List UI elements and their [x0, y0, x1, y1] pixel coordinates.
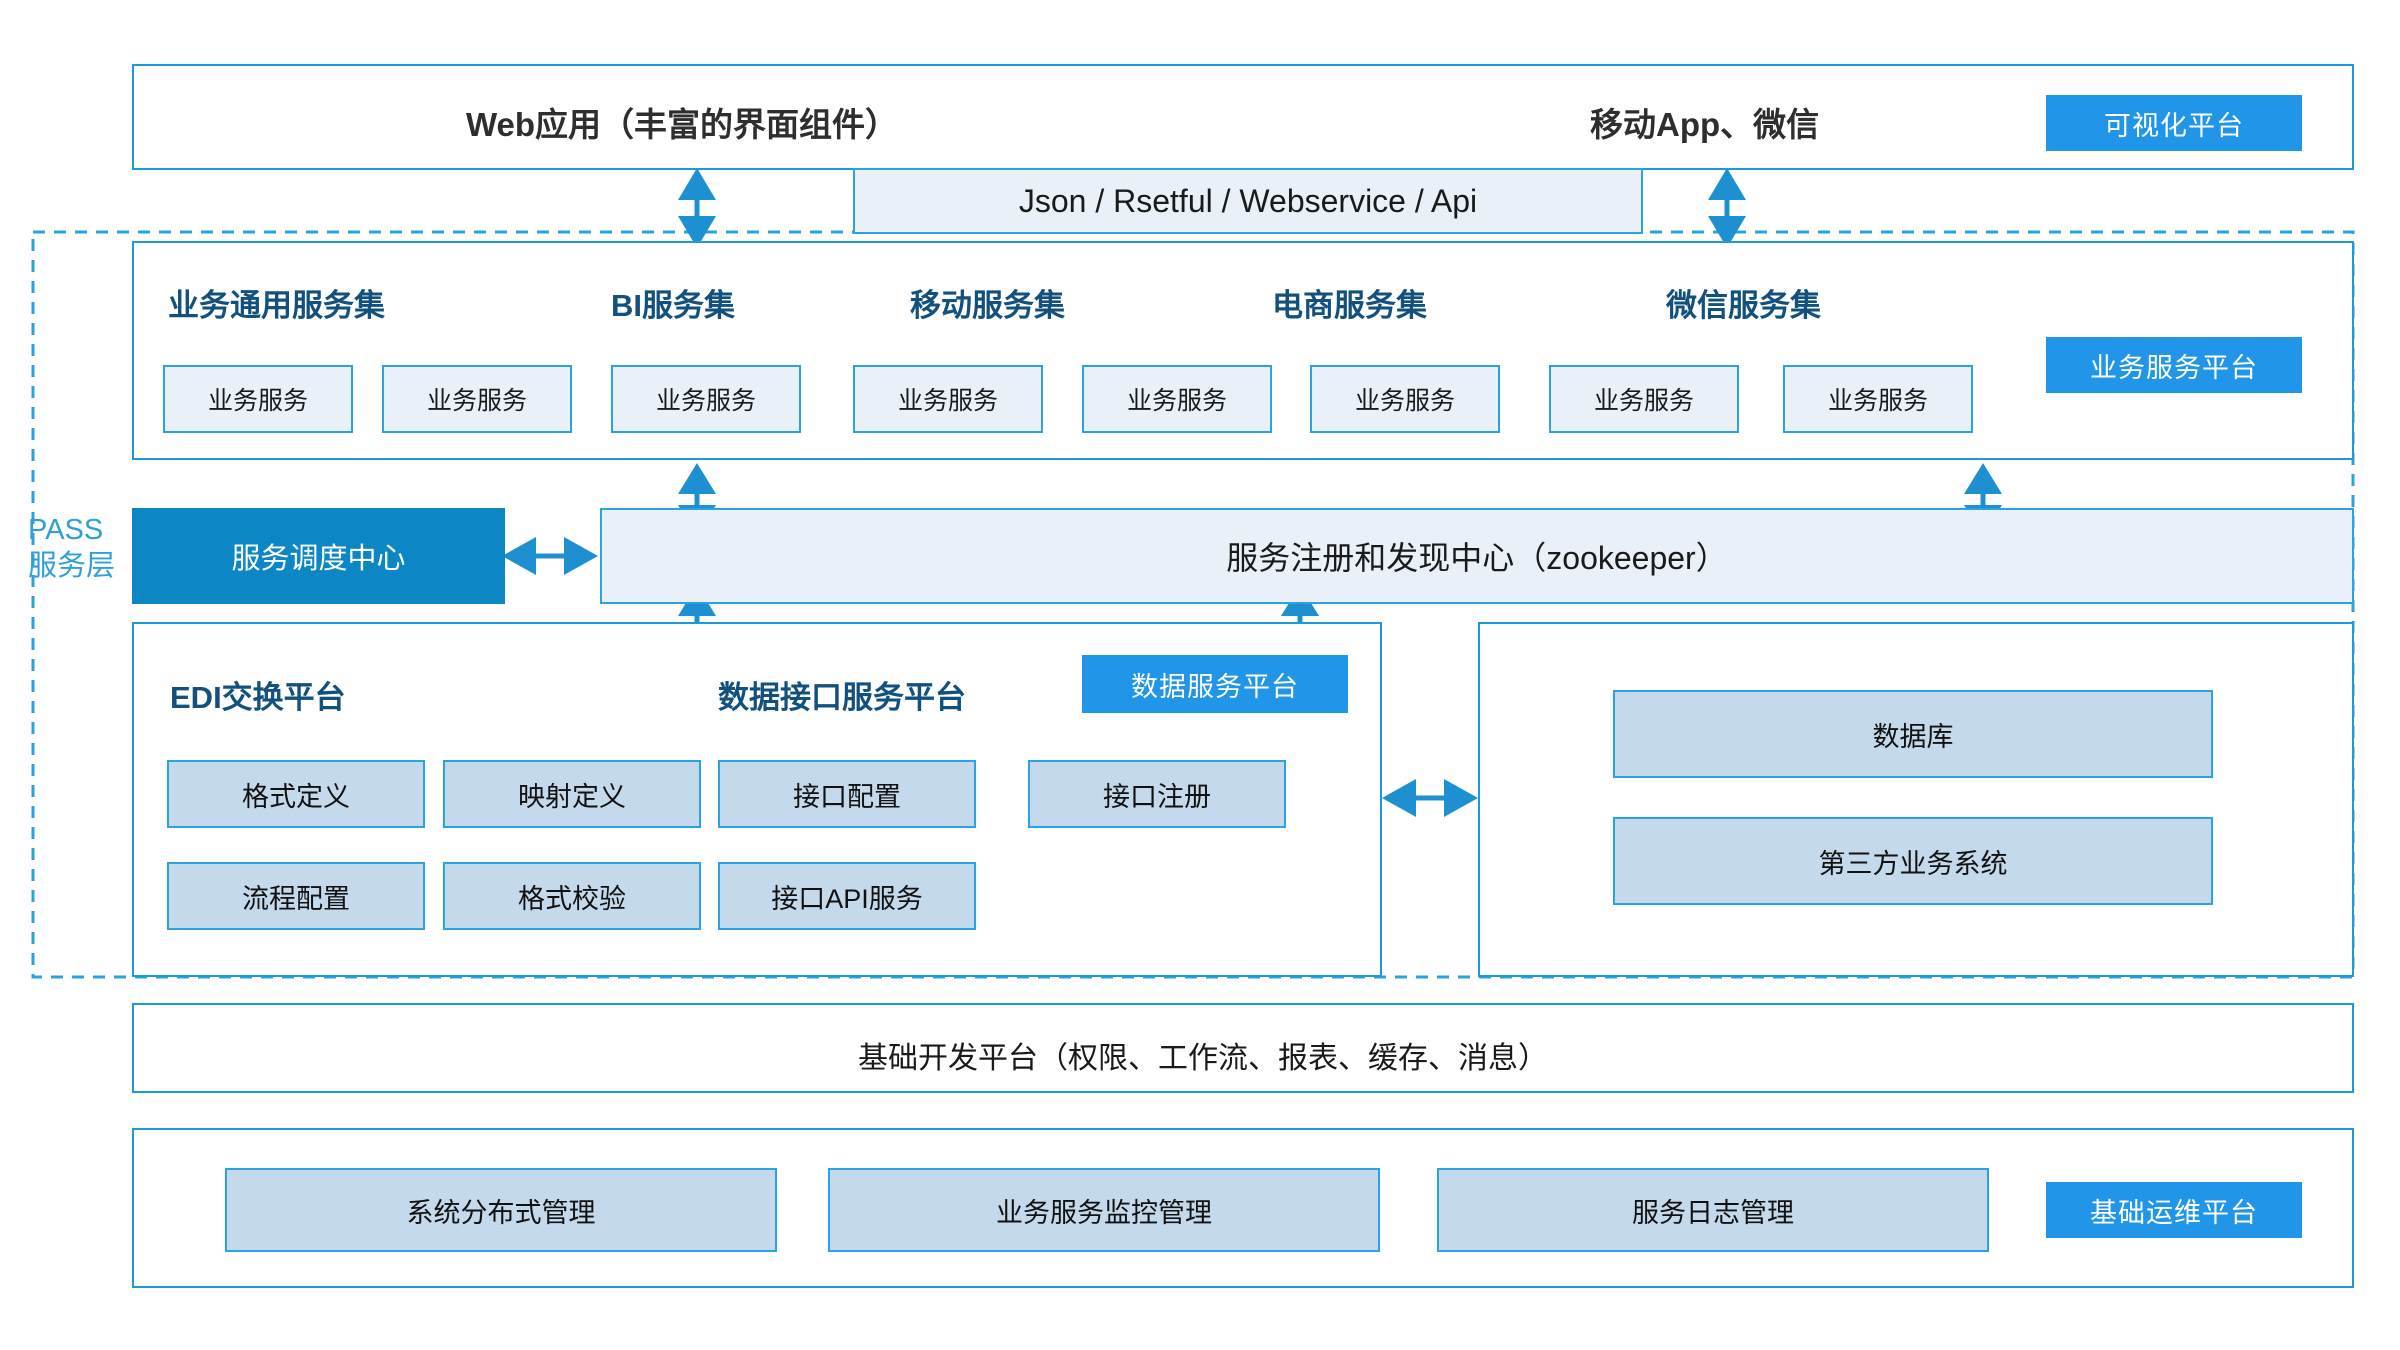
- arrow-dispatch-to-registry: [502, 537, 598, 575]
- title-edi-platform: EDI交换平台: [170, 680, 346, 715]
- arrow-web-to-services: [678, 168, 716, 248]
- presentation-layer-panel: [132, 64, 2354, 170]
- badge-business-service-platform[interactable]: 业务服务平台: [2046, 337, 2302, 393]
- pass-zone-label: PASS 服务层: [28, 512, 148, 585]
- pass-label-line1: PASS: [28, 514, 104, 546]
- box-format-validation[interactable]: 格式校验: [443, 862, 701, 930]
- box-process-config[interactable]: 流程配置: [167, 862, 425, 930]
- arrow-mobile-to-services: [1708, 168, 1746, 248]
- box-service-log-management[interactable]: 服务日志管理: [1437, 1168, 1989, 1252]
- box-system-distributed-management[interactable]: 系统分布式管理: [225, 1168, 777, 1252]
- box-mapping-definition[interactable]: 映射定义: [443, 760, 701, 828]
- service-box[interactable]: 业务服务: [1783, 365, 1973, 433]
- arrow-data-to-right-panel: [1382, 779, 1478, 817]
- badge-visualization-platform[interactable]: 可视化平台: [2046, 95, 2302, 151]
- service-dispatch-center[interactable]: 服务调度中心: [132, 508, 505, 604]
- box-business-service-monitoring[interactable]: 业务服务监控管理: [828, 1168, 1380, 1252]
- service-box[interactable]: 业务服务: [163, 365, 353, 433]
- group-title-bi: BI服务集: [611, 288, 735, 323]
- box-third-party-system[interactable]: 第三方业务系统: [1613, 817, 2213, 905]
- pass-label-line2: 服务层: [28, 550, 116, 583]
- group-title-ecommerce: 电商服务集: [1272, 288, 1427, 323]
- service-registry-center: 服务注册和发现中心（zookeeper）: [600, 508, 2354, 604]
- data-storage-panel: [1478, 622, 2354, 977]
- web-app-title: Web应用（丰富的界面组件）: [466, 106, 899, 143]
- title-data-interface-platform: 数据接口服务平台: [718, 680, 966, 715]
- box-interface-config[interactable]: 接口配置: [718, 760, 976, 828]
- service-box[interactable]: 业务服务: [1549, 365, 1739, 433]
- badge-ops-platform[interactable]: 基础运维平台: [2046, 1182, 2302, 1238]
- service-box[interactable]: 业务服务: [1082, 365, 1272, 433]
- service-box[interactable]: 业务服务: [382, 365, 572, 433]
- box-interface-api-service[interactable]: 接口API服务: [718, 862, 976, 930]
- service-box[interactable]: 业务服务: [853, 365, 1043, 433]
- base-dev-platform-panel: [132, 1003, 2354, 1093]
- group-title-wechat: 微信服务集: [1666, 288, 1821, 323]
- group-title-business-common: 业务通用服务集: [168, 288, 385, 323]
- service-box[interactable]: 业务服务: [611, 365, 801, 433]
- mobile-app-title: 移动App、微信: [1590, 106, 1820, 143]
- group-title-mobile: 移动服务集: [910, 288, 1065, 323]
- badge-data-service-platform[interactable]: 数据服务平台: [1082, 655, 1348, 713]
- base-dev-platform-label: 基础开发平台（权限、工作流、报表、缓存、消息）: [858, 1042, 1548, 1075]
- api-protocol-bar: Json / Rsetful / Webservice / Api: [853, 168, 1643, 234]
- service-box[interactable]: 业务服务: [1310, 365, 1500, 433]
- box-database[interactable]: 数据库: [1613, 690, 2213, 778]
- box-interface-registration[interactable]: 接口注册: [1028, 760, 1286, 828]
- box-format-definition[interactable]: 格式定义: [167, 760, 425, 828]
